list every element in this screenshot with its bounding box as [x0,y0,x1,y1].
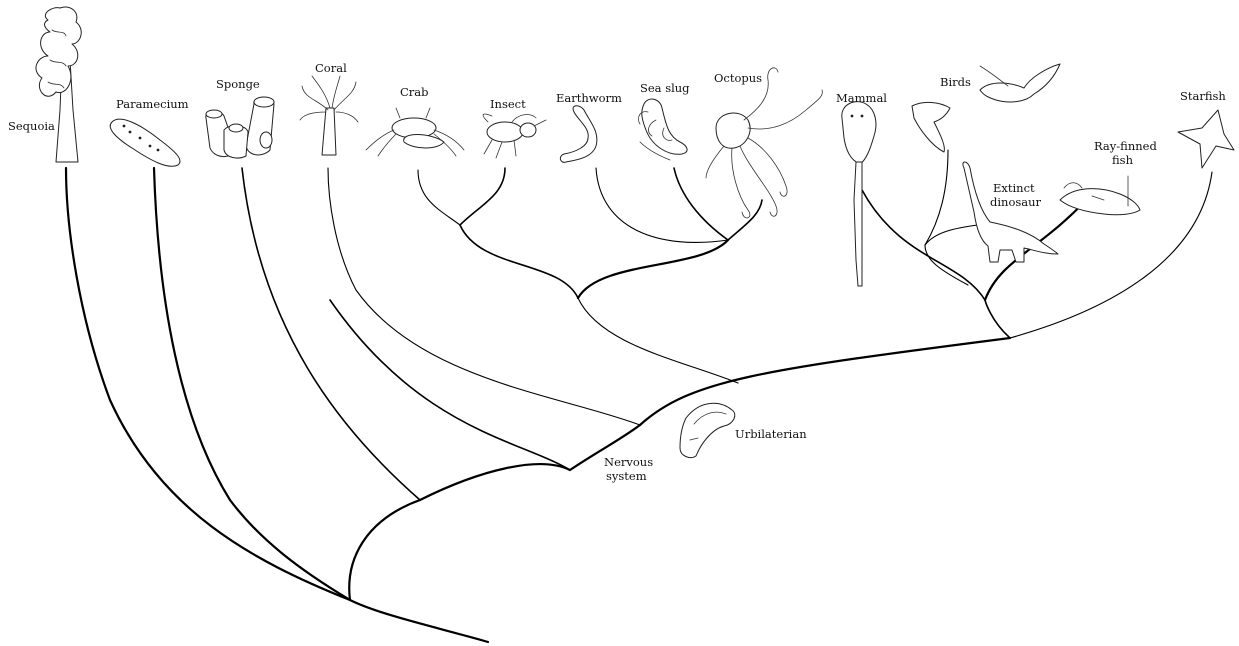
starfish-illustration [1178,110,1234,168]
branch-insect [460,168,505,225]
branch-sequoia [66,168,350,600]
branch-gnathostome [862,190,985,300]
branch-sponge [242,168,420,500]
branch-eukaryote-node [349,500,420,600]
label-nervous-system-line1: Nervous [604,455,653,469]
label-mammal: Mammal [836,91,887,105]
branch-crab [418,170,460,225]
earthworm-illustration [560,106,597,163]
branch-vertebrates [985,300,1010,338]
urbilaterian-illustration [680,403,735,457]
paramecium-illustration [110,119,180,166]
label-urbilaterian: Urbilaterian [735,427,807,441]
crab-illustration [366,108,464,156]
ray-finned-fish-illustration [1060,176,1140,215]
sea-slug-illustration [638,99,687,160]
insect-illustration [483,114,546,158]
sponge-illustration [206,97,274,158]
label-nervous-system-line2: system [606,469,647,483]
label-sea-slug: Sea slug [640,81,690,95]
label-sponge: Sponge [216,77,260,91]
octopus-illustration [706,68,822,218]
branch-lophotrochozoa [578,240,728,298]
branch-earthworm [596,168,728,242]
label-paramecium: Paramecium [116,97,189,111]
label-extinct-dinosaur-line2: dinosaur [990,195,1042,209]
branch-ecdysozoa [460,225,578,298]
label-coral: Coral [315,61,347,75]
label-starfish: Starfish [1180,89,1226,103]
label-ray-finned-fish-line1: Ray-finned [1094,139,1157,153]
label-sequoia: Sequoia [8,119,55,133]
label-birds: Birds [940,75,971,89]
branch-amniote [925,245,968,285]
sequoia-illustration [36,7,81,162]
tree-branches [66,150,1212,642]
mammal-illustration [842,102,876,286]
branch-dinosaur [925,225,978,245]
branch-main-1 [420,464,570,500]
branch-paramecium [154,168,350,600]
label-octopus: Octopus [714,71,762,85]
root-branch [350,600,488,642]
branch-sponge-coral-split [330,300,570,470]
label-earthworm: Earthworm [556,91,622,105]
coral-illustration [300,76,358,155]
dinosaur-illustration [963,162,1058,262]
label-extinct-dinosaur-line1: Extinct [993,181,1035,195]
label-crab: Crab [400,85,429,99]
branch-protostome [578,298,738,383]
label-insect: Insect [490,97,526,111]
branch-birds [925,150,948,245]
branch-mollusca [674,168,728,240]
label-ray-finned-fish-line2: fish [1112,153,1134,167]
branch-coral [328,168,640,425]
birds-illustration [912,64,1060,152]
